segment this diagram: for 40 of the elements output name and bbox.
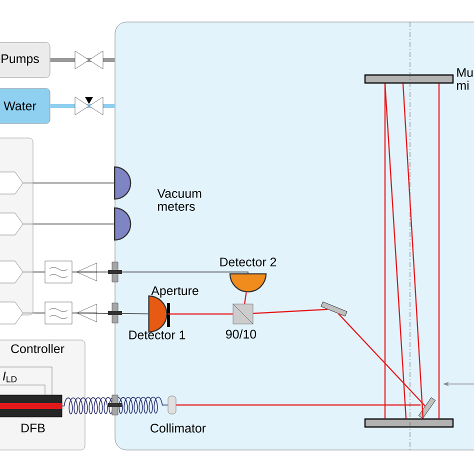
- beam-splitter: [232, 304, 254, 324]
- laser-beam: [402, 84, 424, 418]
- laser-diode: [0, 394, 62, 418]
- mirror: [418, 397, 436, 419]
- filter: [44, 302, 72, 324]
- pumps-box: Pumps: [0, 42, 50, 78]
- component-label: Aperture: [151, 286, 198, 298]
- amplifier: [76, 262, 98, 282]
- cable: [32, 312, 46, 314]
- mirror: [364, 74, 454, 84]
- laser-beam: [438, 84, 440, 418]
- laser-beam: [338, 313, 426, 406]
- component-label: Detector 2: [220, 258, 276, 266]
- vacuum-gauge: [114, 207, 132, 241]
- component-label: DFB: [22, 424, 45, 432]
- component-label: 90/10: [226, 329, 256, 339]
- component-label: Mu mi: [457, 68, 473, 90]
- cable: [76, 312, 149, 314]
- component-label: I$_{LD}$: [2, 372, 17, 382]
- laser-beam: [176, 404, 421, 406]
- collimator-lens: [168, 396, 176, 414]
- laser-beam: [253, 308, 328, 314]
- laser-beam: [384, 84, 407, 418]
- component-label: Detector 1: [129, 330, 186, 340]
- cable: [72, 312, 98, 314]
- optical-fiber: [62, 396, 168, 414]
- cable: [32, 182, 114, 184]
- component-label: Collimator: [150, 423, 206, 433]
- filter: [44, 260, 72, 284]
- vacuum-gauge: [114, 166, 132, 200]
- laser-beam: [244, 292, 247, 304]
- mirror: [320, 302, 348, 316]
- cable: [76, 272, 248, 274]
- laser-beam: [167, 313, 233, 315]
- mirror: [364, 418, 454, 428]
- amplifier: [76, 304, 98, 322]
- component-label: Vacuum meters: [157, 189, 202, 211]
- vacuum-chamber: [114, 22, 474, 450]
- photodetector: [229, 273, 267, 292]
- water-box: Water: [0, 88, 50, 124]
